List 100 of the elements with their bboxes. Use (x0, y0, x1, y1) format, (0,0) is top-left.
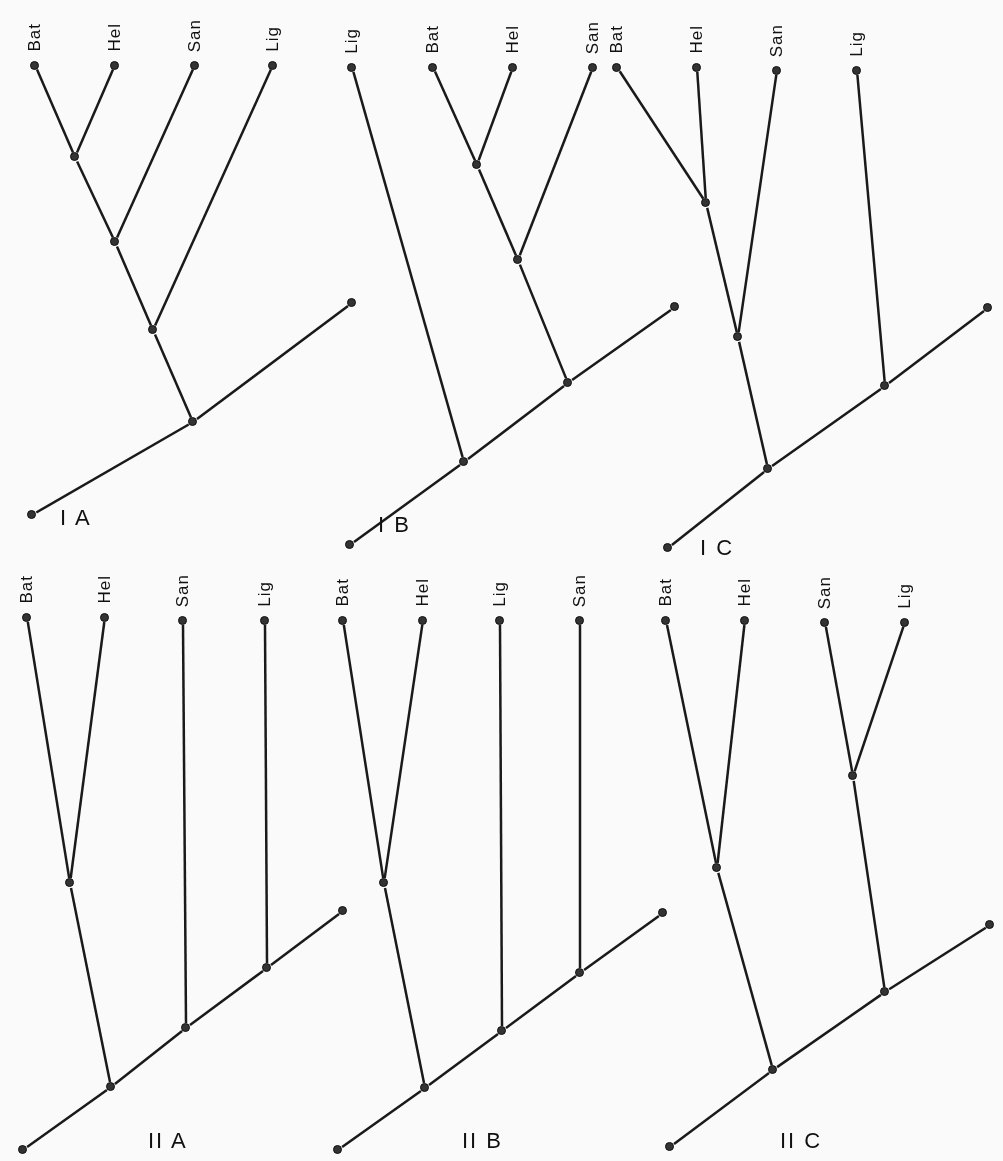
branch-line (352, 71, 464, 458)
branch-line (75, 160, 115, 239)
node-dot (575, 968, 584, 977)
branch-line (115, 246, 153, 326)
taxon-label: Bat (422, 25, 443, 54)
branch-line (706, 207, 738, 333)
taxon-label: Hel (94, 575, 115, 604)
branch-line (578, 625, 582, 968)
branch-line (505, 975, 577, 1029)
branch-line (383, 624, 424, 879)
branch-line (571, 308, 672, 382)
node-dot (347, 298, 356, 307)
node-dot (148, 325, 157, 334)
branch-line (776, 993, 882, 1069)
branch-line (498, 625, 504, 1026)
node-dot (985, 920, 994, 929)
taxon-label: San (184, 18, 205, 52)
branch-line (737, 74, 778, 333)
node-dot (658, 908, 667, 917)
branch-line (189, 970, 264, 1026)
node-dot (665, 1142, 674, 1151)
node-dot (420, 1083, 429, 1092)
node-dot (18, 1145, 27, 1154)
branch-line (341, 1089, 422, 1149)
branch-line (353, 463, 461, 544)
taxon-label: San (582, 20, 603, 54)
node-dot (880, 381, 889, 390)
node-dot (733, 332, 742, 341)
branch-line (737, 341, 769, 465)
branch-line (270, 913, 340, 966)
branch-line (696, 71, 707, 199)
taxon-label: Bat (332, 578, 353, 607)
taxon-label: Hel (502, 25, 523, 54)
branch-line (196, 305, 349, 420)
node-dot (106, 1082, 115, 1091)
node-dot (70, 152, 79, 161)
taxon-label: Hel (686, 25, 707, 54)
node-dot (262, 963, 271, 972)
taxon-label: Hel (104, 23, 125, 52)
node-dot (768, 1065, 777, 1074)
taxon-label: Lig (489, 581, 510, 607)
taxon-label: Bat (16, 575, 37, 604)
branch-line (433, 71, 477, 161)
branch-line (665, 624, 718, 864)
node-dot (670, 302, 679, 311)
node-dot (513, 255, 522, 264)
taxon-label: San (569, 573, 590, 607)
branch-line (75, 69, 115, 153)
node-dot (188, 417, 197, 426)
branch-line (716, 624, 746, 864)
taxon-label: Lig (254, 581, 275, 607)
branch-line (856, 74, 886, 382)
node-dot (763, 464, 772, 473)
tree-label: II C (780, 1128, 823, 1154)
taxon-label: Bat (24, 23, 45, 52)
branch-line (673, 1072, 770, 1145)
branch-line (824, 626, 854, 772)
tree-label: I B (378, 512, 411, 538)
branch-line (153, 69, 273, 326)
branch-line (114, 1030, 183, 1085)
node-dot (663, 543, 672, 552)
branch-line (428, 1033, 499, 1086)
tree-label: II A (148, 1128, 188, 1154)
branch-line (518, 71, 593, 256)
branch-line (583, 914, 660, 972)
node-dot (701, 198, 710, 207)
node-dot (110, 237, 119, 246)
branch-line (263, 625, 269, 963)
branch-line (69, 887, 112, 1083)
branch-line (181, 625, 188, 1023)
taxon-label: Lig (846, 31, 867, 57)
node-dot (563, 378, 572, 387)
node-dot (345, 540, 354, 549)
node-dot (983, 303, 992, 312)
taxon-label: Lig (262, 26, 283, 52)
branch-line (477, 71, 513, 161)
node-dot (333, 1145, 342, 1154)
node-dot (712, 863, 721, 872)
node-dot (848, 771, 857, 780)
node-dot (459, 457, 468, 466)
tree-label: II B (462, 1128, 503, 1154)
taxon-label: Lig (894, 583, 915, 609)
branch-line (853, 626, 905, 772)
branch-line (342, 624, 385, 879)
node-dot (27, 510, 36, 519)
branch-line (717, 872, 773, 1066)
taxon-label: San (172, 573, 193, 607)
taxon-label: Bat (606, 25, 627, 54)
branch-line (35, 423, 190, 514)
branch-line (69, 621, 106, 879)
taxon-label: Hel (734, 578, 755, 607)
branch-line (26, 1088, 108, 1149)
branch-line (153, 334, 193, 418)
branch-line (383, 887, 426, 1084)
node-dot (472, 160, 481, 169)
branch-line (771, 387, 882, 468)
branch-line (115, 69, 195, 238)
branch-line (852, 780, 886, 988)
branch-line (477, 169, 518, 256)
node-dot (65, 878, 74, 887)
